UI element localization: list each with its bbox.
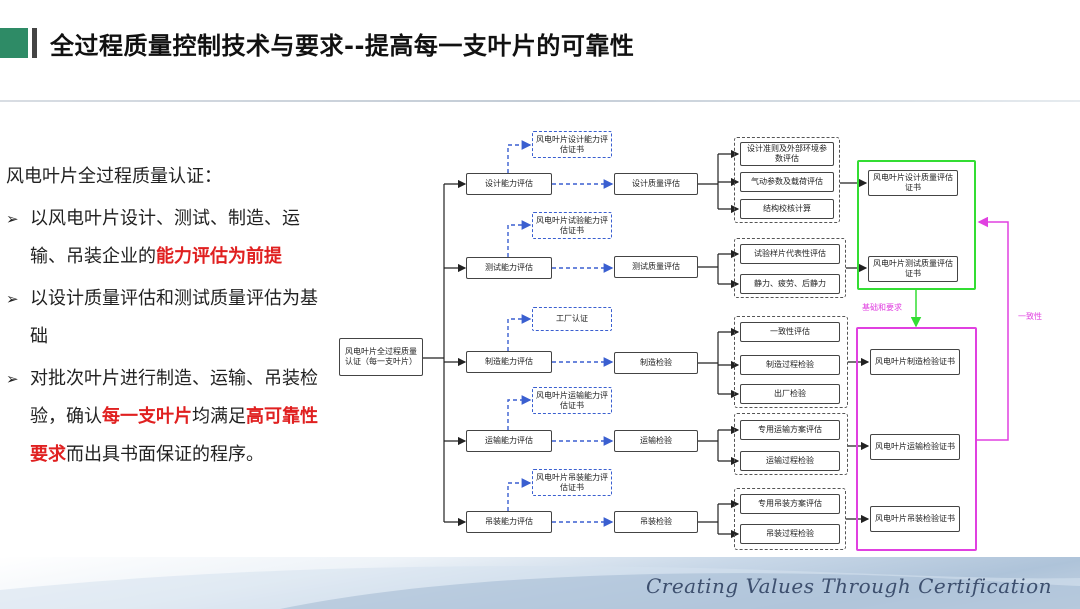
bullet-3-text-b: 均满足 bbox=[192, 406, 246, 427]
arrow-bullet-icon: ➢ bbox=[6, 290, 19, 308]
consistency-evaluation: 一致性评估 bbox=[740, 322, 840, 342]
arrow-bullet-icon: ➢ bbox=[6, 370, 19, 388]
footer-swoosh bbox=[0, 566, 1080, 609]
header-rule bbox=[0, 100, 1080, 102]
transport-process-inspection: 运输过程检验 bbox=[740, 451, 840, 471]
test-quality-evaluation-box: 测试质量评估 bbox=[614, 256, 698, 278]
bullet-3-highlight-1: 每一支叶片 bbox=[102, 406, 192, 427]
basis-requirement-label: 基础和要求 bbox=[862, 303, 902, 312]
design-capability-box: 设计能力评估 bbox=[466, 173, 552, 195]
bullet-item-2: ➢ 以设计质量评估和测试质量评估为基础 bbox=[6, 280, 324, 356]
transport-inspection-box: 运输检验 bbox=[614, 430, 698, 452]
bullet-1-highlight: 能力评估为前提 bbox=[156, 246, 282, 267]
header-divider-bar bbox=[32, 28, 37, 58]
hoisting-capability-box: 吊装能力评估 bbox=[466, 511, 552, 533]
left-text-panel: 风电叶片全过程质量认证： ➢ 以风电叶片设计、测试、制造、运输、吊装企业的能力评… bbox=[6, 158, 324, 474]
transport-capability-box: 运输能力评估 bbox=[466, 430, 552, 452]
manufacturing-criteria-group bbox=[734, 316, 848, 408]
static-fatigue-test: 静力、疲劳、后静力 bbox=[740, 274, 840, 294]
manufacturing-inspection-certificate: 风电叶片制造检验证书 bbox=[870, 349, 960, 375]
bullet-3-text-c: 而出具书面保证的程序。 bbox=[66, 444, 264, 465]
test-capability-certificate: 风电叶片试验能力评估证书 bbox=[532, 212, 612, 239]
transport-capability-certificate: 风电叶片运输能力评估证书 bbox=[532, 387, 612, 414]
hoisting-plan-evaluation: 专用吊装方案评估 bbox=[740, 494, 840, 514]
design-test-certificate-frame bbox=[857, 160, 976, 290]
hoisting-inspection-certificate: 风电叶片吊装检验证书 bbox=[870, 506, 960, 532]
design-quality-evaluation-box: 设计质量评估 bbox=[614, 173, 698, 195]
consistency-label: 一致性 bbox=[1018, 312, 1042, 321]
design-criteria-evaluation: 设计准则及外部环境参数评估 bbox=[740, 142, 834, 166]
design-criteria-group bbox=[734, 137, 840, 223]
sample-representativeness-evaluation: 试验样片代表性评估 bbox=[740, 244, 840, 264]
structural-check-calculation: 结构校核计算 bbox=[740, 199, 834, 219]
transport-criteria-group bbox=[734, 413, 848, 475]
aerodynamic-load-evaluation: 气动参数及载荷评估 bbox=[740, 172, 834, 192]
arrow-bullet-icon: ➢ bbox=[6, 210, 19, 228]
bullet-3-text-a: 对批次叶片进行制造、运输、吊装检验，确认 bbox=[30, 368, 318, 427]
test-quality-certificate: 风电叶片测试质量评估证书 bbox=[868, 256, 958, 282]
page-title: 全过程质量控制技术与要求--提高每一支叶片的可靠性 bbox=[50, 32, 635, 60]
test-criteria-group bbox=[734, 238, 846, 298]
root-certification-box: 风电叶片全过程质量认证（每一支叶片） bbox=[339, 338, 423, 376]
factory-certification: 工厂认证 bbox=[532, 307, 612, 331]
bullet-item-1: ➢ 以风电叶片设计、测试、制造、运输、吊装企业的能力评估为前提 bbox=[6, 200, 324, 276]
hoisting-criteria-group bbox=[734, 488, 846, 550]
intro-text: 风电叶片全过程质量认证： bbox=[6, 166, 222, 187]
header-accent-block bbox=[0, 28, 28, 58]
factory-exit-inspection: 出厂检验 bbox=[740, 384, 840, 404]
bullet-3-highlight-2: 高可靠性要求 bbox=[30, 406, 318, 465]
transport-plan-evaluation: 专用运输方案评估 bbox=[740, 420, 840, 440]
bullet-2-text: 以设计质量评估和测试质量评估为基础 bbox=[30, 288, 318, 347]
manufacturing-inspection-box: 制造检验 bbox=[614, 352, 698, 374]
design-quality-certificate: 风电叶片设计质量评估证书 bbox=[868, 170, 958, 196]
transport-inspection-certificate: 风电叶片运输检验证书 bbox=[870, 434, 960, 460]
hoisting-inspection-box: 吊装检验 bbox=[614, 511, 698, 533]
manufacturing-process-inspection: 制造过程检验 bbox=[740, 355, 840, 375]
bullet-1-text: 以风电叶片设计、测试、制造、运输、吊装企业的 bbox=[30, 208, 300, 267]
manufacturing-capability-box: 制造能力评估 bbox=[466, 351, 552, 373]
hoisting-capability-certificate: 风电叶片吊装能力评估证书 bbox=[532, 469, 612, 496]
test-capability-box: 测试能力评估 bbox=[466, 257, 552, 279]
footer-slogan: Creating Values Through Certification bbox=[645, 574, 1052, 598]
hoisting-process-inspection: 吊装过程检验 bbox=[740, 524, 840, 544]
inspection-certificate-frame bbox=[856, 327, 977, 551]
design-capability-certificate: 风电叶片设计能力评估证书 bbox=[532, 131, 612, 158]
bullet-item-3: ➢ 对批次叶片进行制造、运输、吊装检验，确认每一支叶片均满足高可靠性要求而出具书… bbox=[6, 360, 324, 474]
